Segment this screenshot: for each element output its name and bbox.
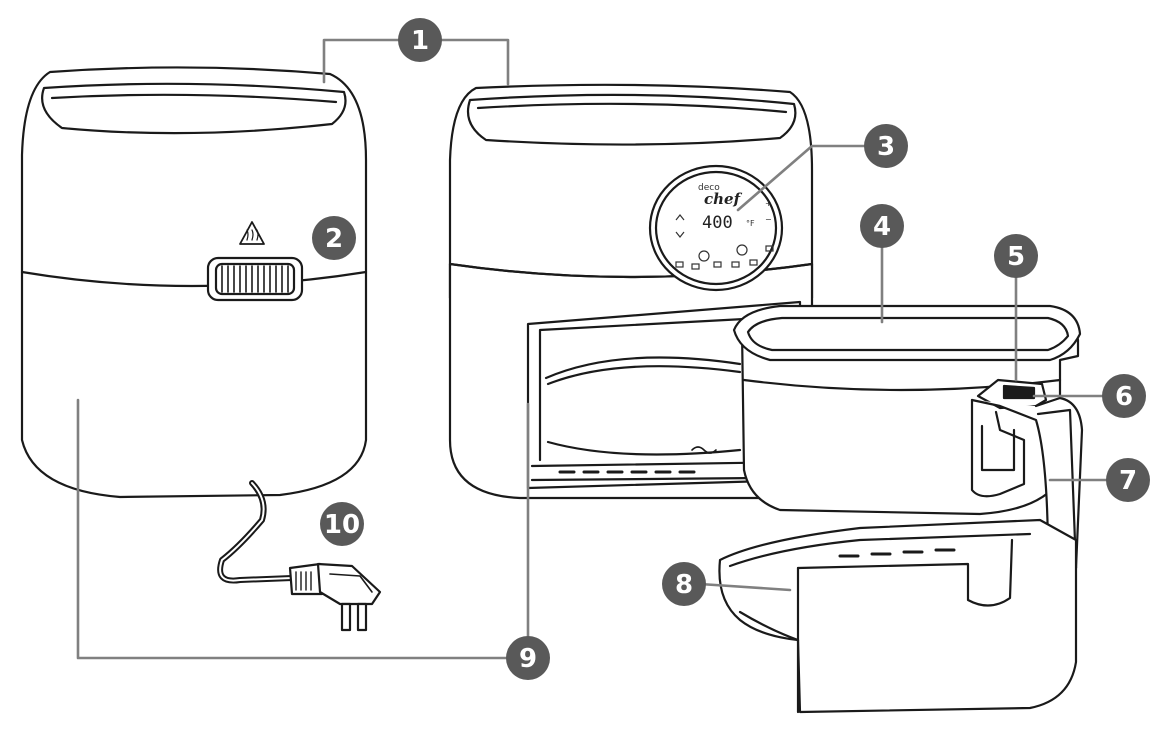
callout-number: 2 [325,224,343,254]
callout-10: 10 [320,502,364,546]
lcd-display: 400 [702,213,733,233]
callout-number: 8 [675,570,693,600]
callout-7: 7 [1106,458,1150,502]
rear-vent [208,258,302,300]
callout-number: 9 [519,644,537,674]
callout-5: 5 [994,234,1038,278]
unit-label: °F [746,219,755,228]
callout-1: 1 [398,18,442,62]
callout-3: 3 [864,124,908,168]
callout-number: 3 [877,132,895,162]
callout-4: 4 [860,204,904,248]
callout-8: 8 [662,562,706,606]
callout-number: 5 [1007,242,1025,272]
callout-number: 7 [1119,466,1137,496]
callout-9: 9 [506,636,550,680]
callout-number: 6 [1115,382,1133,412]
power-cord [220,483,380,630]
outer-drawer [719,520,1076,712]
callout-number: 10 [324,510,360,540]
callout-number: 4 [873,212,891,242]
plus-button[interactable]: + [765,199,772,208]
callout-2: 2 [312,216,356,260]
minus-button[interactable]: − [765,215,772,224]
callout-6: 6 [1102,374,1146,418]
brand-bottom: chef [704,190,743,208]
callout-number: 1 [411,26,429,56]
rear-view-unit [22,67,366,497]
